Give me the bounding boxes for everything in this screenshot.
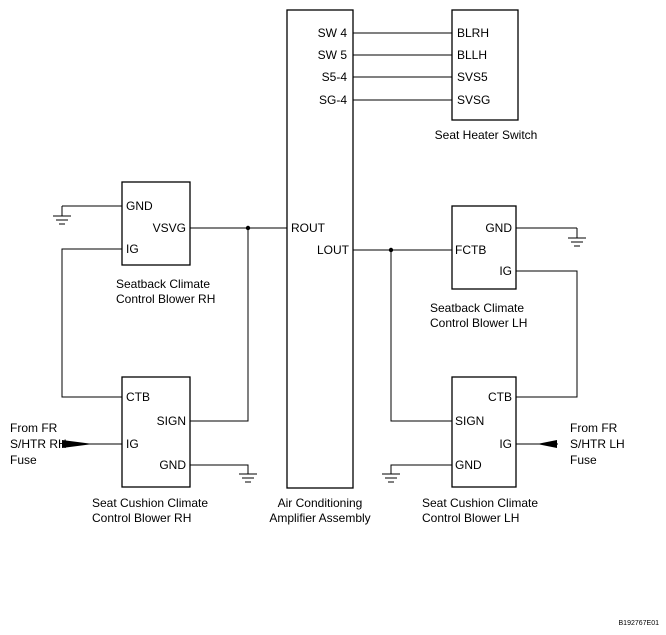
cushion-lh-caption-line1: Seat Cushion Climate <box>422 496 538 510</box>
wire-gnd-cushion-rh <box>190 464 249 474</box>
amp-pin-rout: ROUT <box>291 221 326 235</box>
cushion-rh-pin-ctb: CTB <box>126 390 150 404</box>
seat-heater-switch: BLRH BLLH SVS5 SVSG Seat Heater Switch <box>435 9 538 142</box>
heater-switch-caption: Seat Heater Switch <box>435 128 538 142</box>
cushion-lh-pin-gnd: GND <box>455 458 482 472</box>
seatback-blower-rh: GND VSVG IG Seatback Climate Control Blo… <box>116 181 215 306</box>
back-lh-pin-ig: IG <box>499 264 512 278</box>
ground-symbol-back-lh <box>568 228 586 247</box>
seatback-blower-lh: GND FCTB IG Seatback Climate Control Blo… <box>430 205 527 330</box>
cushion-lh-pin-ig: IG <box>499 437 512 451</box>
ground-symbol-back-rh <box>53 206 71 225</box>
cushion-rh-box <box>121 376 191 488</box>
junction-dot-lh <box>388 247 394 253</box>
back-rh-pin-vsvg: VSVG <box>153 221 186 235</box>
heater-switch-box <box>451 9 519 121</box>
seatback-rh-box <box>121 181 191 266</box>
switch-pin-svsg: SVSG <box>457 93 490 107</box>
amp-pin-sw4: SW 4 <box>318 26 348 40</box>
figure-code: B192767E01 <box>619 620 660 627</box>
seatback-lh-caption-line2: Control Blower LH <box>430 316 527 330</box>
amp-pin-s5-4: S5-4 <box>322 70 348 84</box>
switch-pin-svs5: SVS5 <box>457 70 488 84</box>
amp-pin-sw5: SW 5 <box>318 48 348 62</box>
wire-gnd-cushion-lh <box>390 464 452 474</box>
back-lh-pin-fctb: FCTB <box>455 243 486 257</box>
amplifier-caption-line1: Air Conditioning <box>278 496 363 510</box>
wire-rout-sign-rh <box>190 228 249 422</box>
cushion-rh-pin-sign: SIGN <box>157 414 186 428</box>
ground-symbol-cushion-lh <box>382 473 400 483</box>
amp-pin-lout: LOUT <box>317 243 350 257</box>
seatback-lh-caption-line1: Seatback Climate <box>430 301 524 315</box>
fuse-rh-line1: From FR <box>10 421 58 435</box>
seatback-rh-caption-line1: Seatback Climate <box>116 277 210 291</box>
amplifier-box <box>286 9 354 489</box>
cushion-rh-pin-gnd: GND <box>159 458 186 472</box>
cushion-lh-caption-line2: Control Blower LH <box>422 511 519 525</box>
cushion-rh-caption-line2: Control Blower RH <box>92 511 191 525</box>
arrow-fuse-rh <box>62 440 93 448</box>
wires <box>61 32 578 474</box>
cushion-blower-lh: CTB SIGN IG GND Seat Cushion Climate Con… <box>422 376 538 525</box>
amplifier-assembly: SW 4 SW 5 S5-4 SG-4 ROUT LOUT Air Condit… <box>269 9 371 525</box>
cushion-lh-box <box>451 376 517 488</box>
back-rh-pin-ig: IG <box>126 242 139 256</box>
fuse-lh-line1: From FR <box>570 421 618 435</box>
arrow-fuse-lh <box>537 440 557 448</box>
wire-lout-sign-lh <box>390 250 452 422</box>
switch-pin-blrh: BLRH <box>457 26 489 40</box>
wire-ig-ctb-lh <box>516 270 578 398</box>
cushion-lh-pin-ctb: CTB <box>488 390 512 404</box>
cushion-blower-rh: CTB SIGN IG GND Seat Cushion Climate Con… <box>92 376 208 525</box>
fuse-rh-line3: Fuse <box>10 453 37 467</box>
seatback-rh-caption-line2: Control Blower RH <box>116 292 215 306</box>
cushion-lh-pin-sign: SIGN <box>455 414 484 428</box>
amp-pin-sg-4: SG-4 <box>319 93 347 107</box>
switch-pin-bllh: BLLH <box>457 48 487 62</box>
fuse-label-rh: From FR S/HTR RH Fuse <box>10 421 67 467</box>
junction-dot-rh <box>245 225 251 231</box>
fuse-lh-line2: S/HTR LH <box>570 437 625 451</box>
ground-symbol-cushion-rh <box>239 473 257 483</box>
back-rh-pin-gnd: GND <box>126 199 153 213</box>
wire-ig-ctb-rh <box>61 248 122 398</box>
cushion-rh-pin-ig: IG <box>126 437 139 451</box>
cushion-rh-caption-line1: Seat Cushion Climate <box>92 496 208 510</box>
fuse-rh-line2: S/HTR RH <box>10 437 67 451</box>
fuse-lh-line3: Fuse <box>570 453 597 467</box>
fuse-label-lh: From FR S/HTR LH Fuse <box>570 421 625 467</box>
back-lh-pin-gnd: GND <box>485 221 512 235</box>
amplifier-caption-line2: Amplifier Assembly <box>269 511 370 525</box>
seatback-lh-box <box>451 205 517 290</box>
